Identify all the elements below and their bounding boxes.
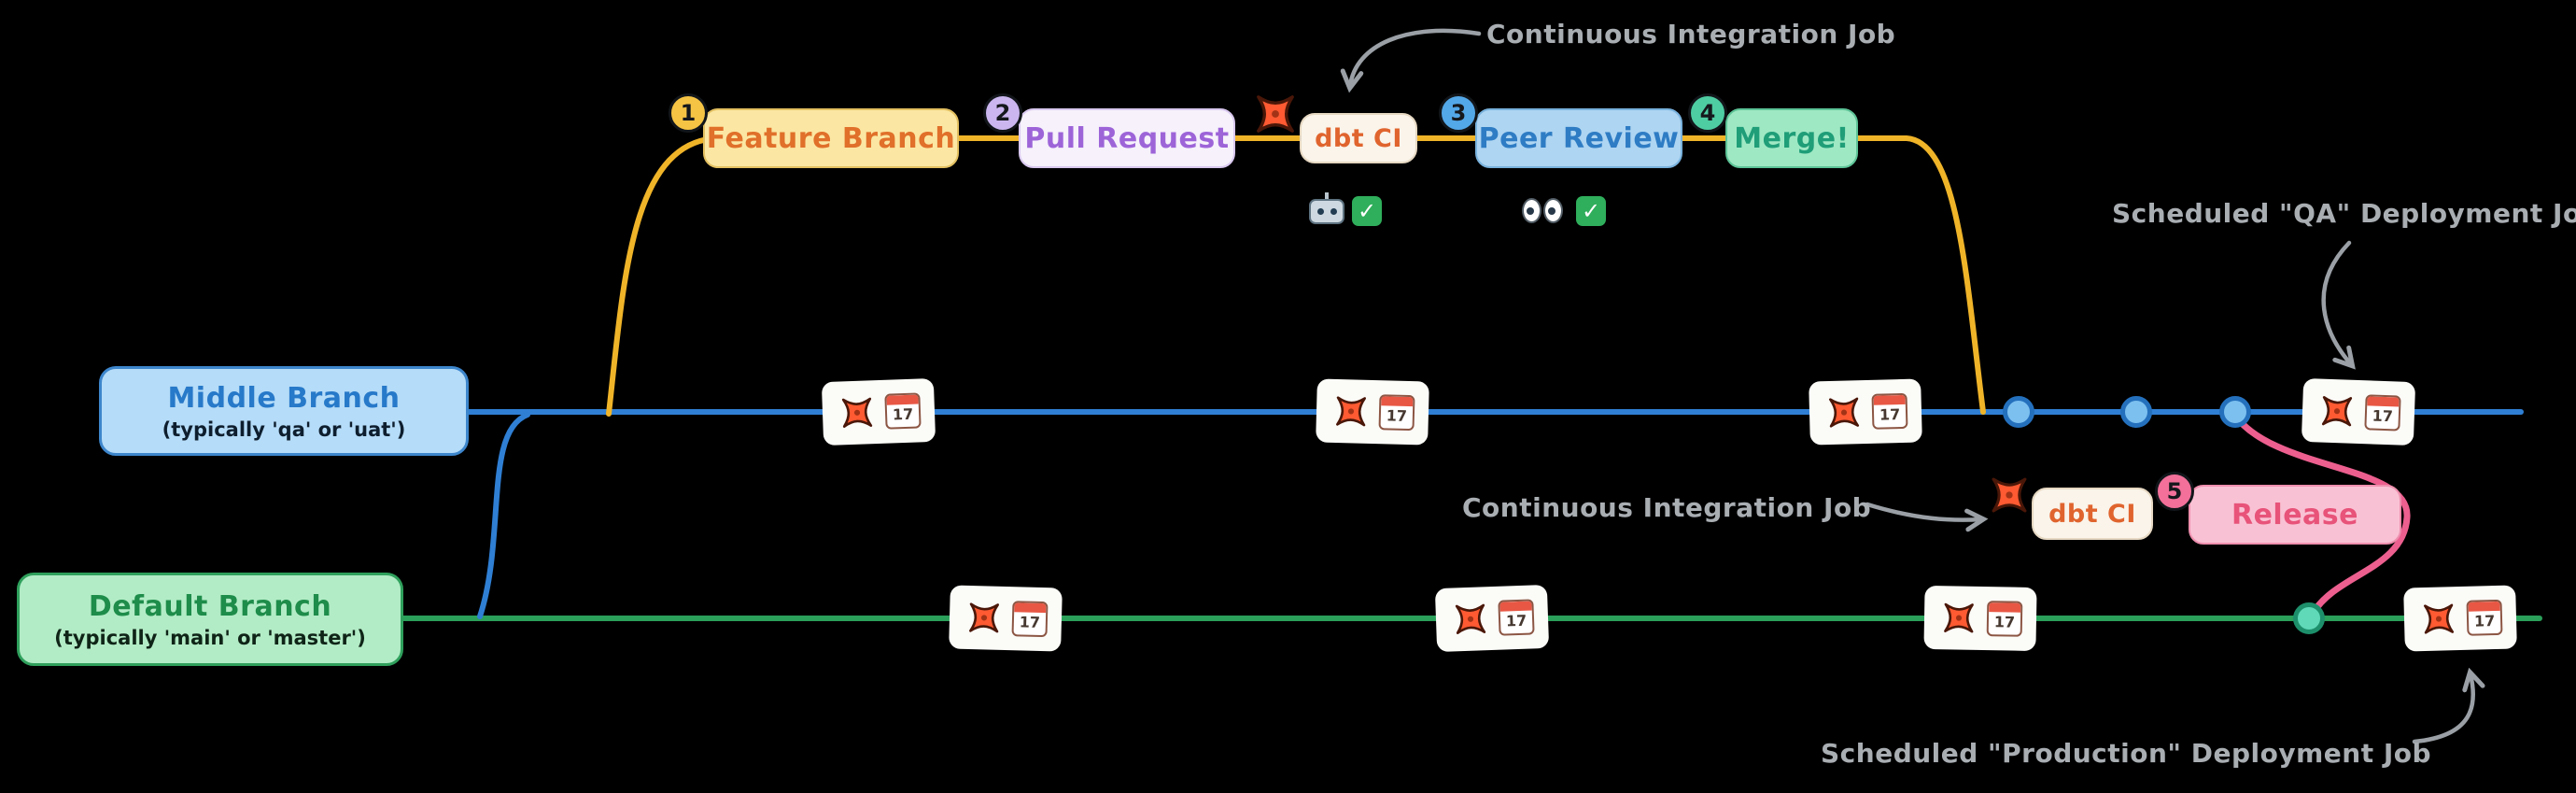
- annotation-ci-release: Continuous Integration Job: [1462, 492, 1872, 523]
- scheduled-job-calendar-icon: 17: [1986, 601, 2023, 637]
- calendar-day: 17: [1386, 406, 1408, 425]
- scheduled-job-calendar-icon: 17: [2466, 599, 2503, 636]
- ci-release-arrow: [1865, 502, 1989, 532]
- scheduled-job-calendar-icon: 17: [884, 392, 922, 430]
- dbt-logo-icon: [1249, 88, 1302, 140]
- default-branch-subtitle: (typically 'main' or 'master'): [54, 626, 366, 649]
- calendar-day: 17: [1505, 611, 1527, 630]
- calendar-day: 17: [1879, 405, 1901, 424]
- prod-deploy-arrow: [2412, 667, 2485, 744]
- commit-dot: [2003, 396, 2034, 428]
- robot-eye: [1330, 208, 1337, 215]
- merge-commit-dot: [2293, 602, 2325, 634]
- robot-antenna: [1325, 192, 1329, 199]
- qa-deployment-job-sticker: 17: [2301, 377, 2416, 446]
- dbt-logo-icon: [1449, 598, 1492, 641]
- robot-face: [1309, 199, 1344, 224]
- default-branch-title: Default Branch: [88, 589, 332, 623]
- annotation-ci-top: Continuous Integration Job: [1486, 19, 1896, 50]
- feature-branch-curve: [606, 135, 1986, 417]
- dbt-logo-icon: [1330, 389, 1372, 432]
- step-badge-4: 4: [1688, 93, 1727, 133]
- check-icon: ✓: [1352, 196, 1382, 226]
- check-icon: ✓: [1576, 196, 1606, 226]
- scheduled-job-calendar-icon: 17: [2364, 394, 2401, 432]
- eye: [1543, 198, 1563, 223]
- scheduled-job-calendar-icon: 17: [1871, 392, 1908, 430]
- ci-job-sticker: 17: [1434, 584, 1550, 653]
- calendar-day: 17: [2473, 612, 2496, 630]
- ci-job-sticker: 17: [949, 585, 1063, 652]
- step-badge-5: 5: [2155, 472, 2194, 511]
- middle-branch-title: Middle Branch: [167, 381, 401, 415]
- dbt-ci-release-node: dbt CI: [2032, 488, 2153, 540]
- ci-top-arrow: [1340, 28, 1482, 93]
- step-badge-1: 1: [669, 93, 708, 133]
- scheduled-job-calendar-icon: 17: [1498, 599, 1535, 636]
- peer-review-node: Peer Review: [1475, 108, 1682, 168]
- calendar-day: 17: [2372, 406, 2394, 426]
- annotation-prod-deploy: Scheduled "Production" Deployment Job: [1821, 738, 2432, 769]
- commit-dot: [2219, 396, 2251, 428]
- release-curve: [2231, 412, 2411, 617]
- calendar-day: 17: [1019, 613, 1041, 631]
- dbt-logo-icon: [1985, 471, 2034, 519]
- eyes-icon: [1522, 198, 1563, 223]
- dbt-logo-icon: [2417, 598, 2460, 641]
- merge-node: Merge!: [1725, 108, 1858, 168]
- scheduled-job-calendar-icon: 17: [1378, 394, 1415, 432]
- commit-dot: [2120, 396, 2152, 428]
- dbt-logo-icon: [836, 391, 879, 434]
- scheduled-job-calendar-icon: 17: [1011, 601, 1049, 638]
- calendar-header: [1989, 602, 2021, 613]
- release-node: Release: [2189, 485, 2401, 545]
- eye: [1522, 198, 1541, 223]
- dbt-logo-icon: [1823, 391, 1865, 434]
- middle-branch-subtitle: (typically 'qa' or 'uat'): [162, 418, 406, 441]
- ci-job-sticker: 17: [821, 377, 936, 446]
- middle-branch-label: Middle Branch (typically 'qa' or 'uat'): [99, 366, 469, 456]
- robot-icon: [1309, 192, 1344, 226]
- qa-deploy-arrow: [2321, 240, 2356, 370]
- ci-job-sticker: 17: [1923, 585, 2037, 652]
- robot-eye: [1316, 208, 1324, 215]
- feature-branch-node: Feature Branch: [703, 108, 959, 168]
- calendar-day: 17: [892, 404, 914, 424]
- calendar-day: 17: [1993, 613, 2016, 631]
- production-deployment-job-sticker: 17: [2403, 585, 2517, 652]
- branch-off-curve: [477, 412, 530, 619]
- pull-request-node: Pull Request: [1019, 108, 1235, 168]
- ci-job-sticker: 17: [1316, 378, 1429, 446]
- step-badge-2: 2: [983, 93, 1022, 133]
- default-branch-label: Default Branch (typically 'main' or 'mas…: [17, 573, 403, 666]
- dbt-logo-icon: [2316, 389, 2358, 432]
- step-badge-3: 3: [1439, 93, 1478, 133]
- ci-job-sticker: 17: [1809, 378, 1922, 446]
- dbt-logo-icon: [1937, 597, 1980, 639]
- dbt-logo-icon: [963, 596, 1006, 639]
- annotation-qa-deploy: Scheduled "QA" Deployment Job: [2112, 198, 2576, 229]
- dbt-ci-node: dbt CI: [1300, 113, 1417, 163]
